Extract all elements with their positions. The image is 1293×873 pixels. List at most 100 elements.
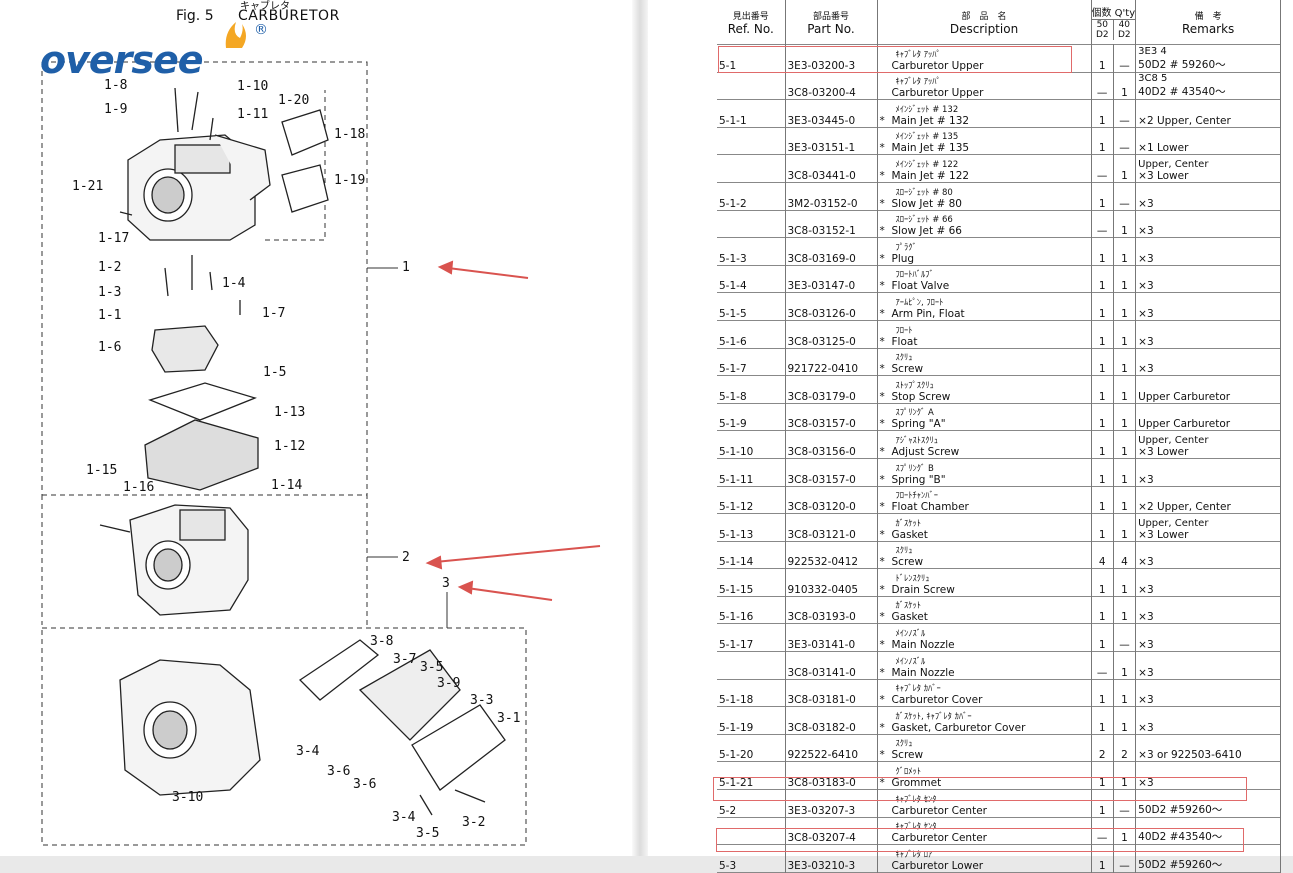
cell-ref: 5-1-19 [717, 706, 786, 735]
cell-part: 3C8-03179-0 [785, 375, 878, 404]
cell-desc: ﾒｲﾝﾉｽﾞﾙ*Main Nozzle [877, 623, 1092, 652]
cell-qty-40d2: 1 [1113, 154, 1137, 183]
cell-part: 3C8-03207-4 [785, 817, 878, 845]
cell-ref: 5-1-3 [717, 237, 786, 266]
cell-desc: ﾄﾞﾚﾝｽｸﾘｭ*Drain Screw [877, 568, 1092, 597]
cell-remarks: 40D2 #43540～ [1135, 817, 1282, 845]
highlight-carburetor-upper [718, 46, 1072, 73]
cell-desc: ｶﾞｽｹｯﾄ*Gasket [877, 596, 1092, 624]
cell-qty-40d2: 1 [1113, 210, 1137, 238]
cell-qty-40d2: 1 [1113, 651, 1137, 680]
callout-3-6b: 3-6 [353, 777, 377, 792]
cell-qty-40d2: 1 [1113, 237, 1137, 266]
cell-part: 3C8-03156-0 [785, 430, 878, 459]
cell-part: 3C8-03152-1 [785, 210, 878, 238]
cell-ref: 5-1-7 [717, 348, 786, 376]
cell-qty-40d2: — [1113, 182, 1137, 211]
cell-qty-40d2: 1 [1113, 403, 1137, 431]
cell-qty-50d2: — [1091, 154, 1114, 183]
callout-1-8: 1-8 [104, 78, 128, 93]
cell-qty-40d2: — [1113, 99, 1137, 128]
cell-desc: ﾒｲﾝｼﾞｪｯﾄ # 135*Main Jet # 135 [877, 127, 1092, 155]
page-gutter [632, 0, 648, 856]
cell-remarks: ×2 Upper, Center [1135, 486, 1282, 514]
carburetor-lower-sketch [119, 639, 506, 816]
cell-qty-50d2: 1 [1091, 568, 1114, 597]
cell-part: 3E3-03147-0 [785, 265, 878, 293]
cell-ref: 5-1-11 [717, 458, 786, 486]
cell-part: 3C8-03200-4 [785, 72, 878, 100]
cell-remarks: ×3 [1135, 182, 1282, 211]
cell-ref [717, 817, 786, 845]
cell-part: 3E3-03200-3 [785, 44, 878, 73]
cell-remarks: ×3 [1135, 679, 1282, 707]
cell-desc: ｽﾌﾟﾘﾝｸﾞ A*Spring "A" [877, 403, 1092, 431]
cell-desc: ｸﾞﾛﾒｯﾄ*Grommet [877, 761, 1092, 790]
cell-remarks: ×3 [1135, 237, 1282, 266]
cell-remarks: ×3 [1135, 320, 1282, 349]
cell-remarks: Upper Carburetor [1135, 375, 1282, 404]
cell-desc: ｱｰﾑﾋﾟﾝ, ﾌﾛｰﾄ*Arm Pin, Float [877, 292, 1092, 321]
cell-ref: 5-1-21 [717, 761, 786, 790]
cell-remarks: ×3 [1135, 458, 1282, 486]
cell-part: 3E3-03207-3 [785, 789, 878, 818]
cell-part: 3E3-03445-0 [785, 99, 878, 128]
cell-qty-50d2: 1 [1091, 348, 1114, 376]
cell-remarks: ×3 [1135, 623, 1282, 652]
cell-qty-40d2: 1 [1113, 458, 1137, 486]
cell-part: 3E3-03141-0 [785, 623, 878, 652]
callout-1: 1 [402, 260, 410, 275]
cell-remarks: Upper, Center×3 Lower [1135, 154, 1282, 183]
cell-part: 922522-6410 [785, 734, 878, 762]
cell-qty-50d2: 1 [1091, 237, 1114, 266]
callout-3: 3 [442, 576, 450, 591]
callout-1-9: 1-9 [104, 102, 128, 117]
cell-qty-40d2: 1 [1113, 430, 1137, 459]
cell-qty-50d2: 1 [1091, 292, 1114, 321]
cell-qty-50d2: 1 [1091, 458, 1114, 486]
cell-desc: ｽｸﾘｭ*Screw [877, 541, 1092, 569]
cell-qty-40d2: 1 [1113, 348, 1137, 376]
cell-ref [717, 127, 786, 155]
cell-remarks: ×3 [1135, 292, 1282, 321]
cell-remarks: ×3 [1135, 210, 1282, 238]
cell-desc: ﾌﾛｰﾄﾁｬﾝﾊﾞｰ*Float Chamber [877, 486, 1092, 514]
cell-ref: 5-1-16 [717, 596, 786, 624]
cell-part: 3C8-03121-0 [785, 513, 878, 542]
cell-desc: ｽﾛｰｼﾞｪｯﾄ # 80*Slow Jet # 80 [877, 182, 1092, 211]
cell-part: 3M2-03152-0 [785, 182, 878, 211]
callout-2: 2 [402, 550, 410, 565]
cell-ref: 5-1-18 [717, 679, 786, 707]
callout-1-6: 1-6 [98, 340, 122, 355]
cell-desc: ｽｸﾘｭ*Screw [877, 348, 1092, 376]
carburetor-upper-sketch [119, 87, 329, 491]
cell-desc: ｽﾌﾟﾘﾝｸﾞ B*Spring "B" [877, 458, 1092, 486]
cell-ref: 5-1-1 [717, 99, 786, 128]
figure-title: CARBURETOR [238, 8, 340, 24]
cell-remarks: Upper Carburetor [1135, 403, 1282, 431]
cell-qty-50d2: — [1091, 651, 1114, 680]
cell-qty-50d2: 1 [1091, 596, 1114, 624]
cell-part: 3C8-03126-0 [785, 292, 878, 321]
group1-frame [42, 61, 368, 495]
cell-desc: ｶﾞｽｹｯﾄ*Gasket [877, 513, 1092, 542]
cell-desc: ｽﾛｰｼﾞｪｯﾄ # 66*Slow Jet # 66 [877, 210, 1092, 238]
cell-desc: ﾒｲﾝﾉｽﾞﾙ*Main Nozzle [877, 651, 1092, 680]
callout-1-21: 1-21 [72, 179, 104, 194]
